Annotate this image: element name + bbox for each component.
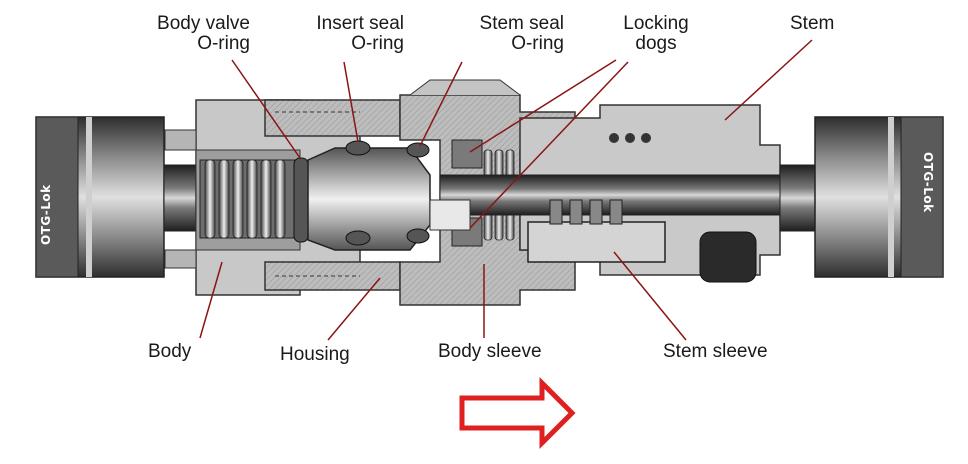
left-spring: [199, 159, 301, 239]
leader-stem: [724, 39, 813, 121]
stem-seal-oring-top: [406, 142, 430, 158]
locking-dog-top: [451, 139, 483, 169]
insert-seal-oring-top: [345, 140, 371, 156]
label-body-sleeve: Body sleeve: [438, 341, 542, 362]
stem-ball-row: [609, 133, 651, 143]
leader-insert-seal-oring: [343, 61, 359, 143]
stem-seal-oring-bottom: [406, 228, 430, 244]
housing-part: [264, 99, 401, 291]
insert-seal-oring-bottom: [345, 230, 371, 246]
leader-locking-dogs-bottom: [469, 61, 629, 229]
right-lower-collar: [699, 231, 757, 283]
leader-housing: [327, 277, 381, 341]
body-valve-oring-shape: [293, 157, 309, 243]
leader-body-valve-oring: [231, 59, 301, 159]
brand-mark-left: OTG-Lok: [39, 184, 53, 245]
right-ferrule: [779, 164, 821, 232]
leader-stem-sleeve: [613, 251, 687, 341]
leader-stem-seal-oring: [419, 61, 463, 147]
left-nut: OTG-Lok: [35, 116, 165, 278]
label-body: Body: [148, 341, 192, 362]
leader-locking-dogs-top: [469, 59, 617, 153]
leader-body: [199, 261, 223, 339]
stem-sleeve-part: [527, 199, 666, 263]
leader-lines: [199, 39, 813, 341]
label-stem: Stem: [790, 13, 835, 34]
right-nut: OTG-Lok: [814, 116, 944, 278]
flow-direction-arrow-icon: [459, 376, 576, 450]
label-housing: Housing: [280, 344, 350, 365]
brand-mark-right: OTG-Lok: [921, 152, 935, 213]
label-stem-sleeve: Stem sleeve: [663, 341, 768, 362]
